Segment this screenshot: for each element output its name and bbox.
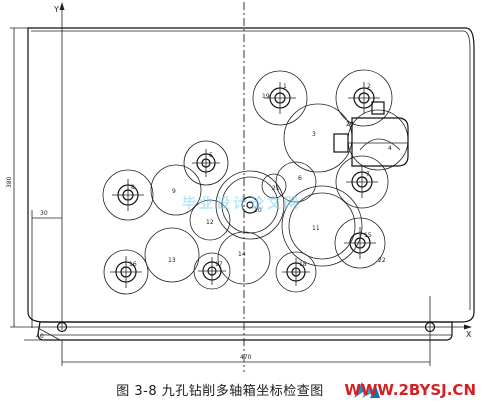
gear-circle (261, 173, 287, 199)
gear-circle (144, 227, 200, 283)
y-axis-arrow (59, 2, 65, 10)
gear-circle (275, 251, 317, 293)
gear-circle (288, 192, 356, 260)
gear-circle (102, 169, 154, 221)
gear-label: 11 (312, 225, 320, 232)
gear-label: 3 (312, 131, 316, 138)
base-plate-hatch (37, 327, 61, 341)
gear-circle (217, 231, 271, 285)
gear-group (102, 69, 409, 295)
gear-circle (335, 69, 393, 127)
gear-label: 18 (299, 261, 307, 268)
gear-label: 16 (129, 261, 137, 268)
gear-label: 17 (215, 261, 223, 268)
gear-circle (347, 109, 409, 171)
gear-label: 14 (238, 251, 246, 258)
width-dimension-text: 470 (240, 354, 252, 361)
gear-label: 4 (388, 145, 392, 152)
gear-circle (183, 140, 229, 186)
gear-circle (150, 164, 202, 216)
gear-label: 7 (366, 171, 370, 178)
center-marks (110, 82, 380, 288)
gear-label: 19 (262, 93, 270, 100)
gear-circle (335, 155, 389, 209)
height-dimension-text: 380 (6, 176, 13, 188)
x-axis-arrow (464, 324, 472, 330)
y-axis-label: Y (53, 5, 59, 14)
origin-hole (56, 321, 68, 333)
driveshaft-outer (241, 196, 259, 214)
housing-outline (27, 27, 475, 323)
gear-label: 8 (131, 184, 135, 191)
pump-bracket (333, 101, 409, 167)
gear-label: 10 (254, 207, 262, 214)
small-dimension-text: 40 (36, 333, 44, 340)
housing-inner-outline (31, 30, 471, 310)
coordinate-check-drawing: Y X 380 30 40 470 (6, 2, 475, 372)
watermark-site-text: WWW.2BYSJ.CN (344, 381, 476, 399)
gear-circle (193, 252, 231, 290)
gear-label: 15 (364, 232, 372, 239)
gear-label: 13 (168, 257, 176, 264)
left-dimension-text: 30 (40, 210, 48, 217)
gear-label: 1 (283, 83, 287, 90)
gear-label: 20 (346, 121, 354, 128)
base-plate (37, 321, 453, 341)
x-axis-label: X (466, 330, 472, 339)
gear-circle (252, 70, 308, 126)
gear-labels: 1 2 3 4 5 6 7 8 9 10 11 12 13 14 15 16 1… (129, 83, 392, 268)
gear-label: 6 (298, 175, 302, 182)
gear-circle (275, 161, 317, 203)
gear-label: 5 (209, 152, 213, 159)
gear-circle (189, 199, 231, 241)
gear-label: 2 (367, 83, 371, 90)
gear-label: 9 (172, 188, 176, 195)
figure-caption: 图 3-8 九孔钻削多轴箱坐标检查图 (116, 384, 324, 399)
gear-label: 21 (272, 185, 280, 192)
watermark-logo-icon (354, 382, 380, 398)
gear-circle (103, 249, 149, 295)
gear-circle (281, 185, 363, 267)
driveshaft-inner (246, 201, 254, 209)
drawing-watermark: 毕业设计论文网 (182, 195, 301, 212)
gear-circle (215, 170, 285, 240)
gear-label: 22 (378, 257, 386, 264)
gear-circle (334, 217, 386, 269)
gear-label: 12 (206, 219, 214, 226)
